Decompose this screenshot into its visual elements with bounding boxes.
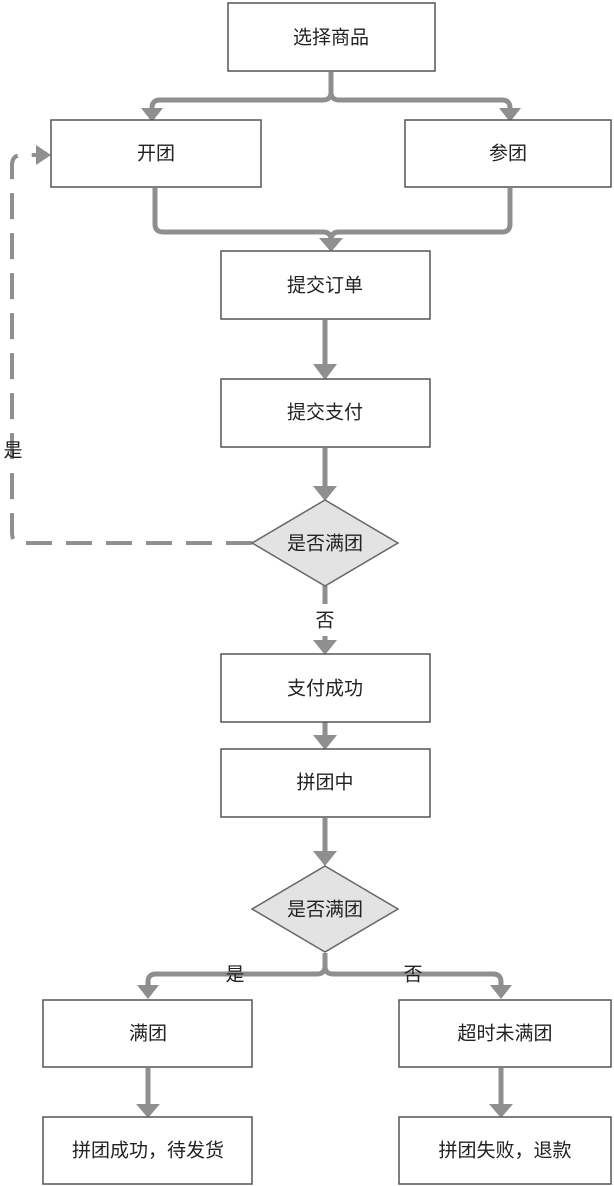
edge-label-check1-no: 否 xyxy=(315,610,334,632)
node-join-group-label: 参团 xyxy=(489,143,527,165)
decision-group-full-1-label: 是否满团 xyxy=(287,533,363,555)
connector-join-to-order xyxy=(328,188,513,241)
arrowhead-to-timeout xyxy=(490,985,512,999)
node-timeout-not-full: 超时未满团 xyxy=(398,999,612,1068)
node-timeout-not-full-label: 超时未满团 xyxy=(457,1023,552,1045)
edge-label-loop-yes: 是 xyxy=(3,440,22,462)
node-group-failed: 拼团失败，退款 xyxy=(398,1116,612,1185)
node-group-failed-label: 拼团失败，退款 xyxy=(438,1140,571,1162)
node-group-full-label: 满团 xyxy=(129,1023,167,1045)
node-join-group: 参团 xyxy=(404,119,612,188)
node-payment-success: 支付成功 xyxy=(220,653,431,723)
edge-label-check2-no: 否 xyxy=(403,964,422,986)
node-open-group-label: 开团 xyxy=(137,143,175,165)
connector-open-to-order xyxy=(152,188,334,243)
arrowhead-to-join xyxy=(499,108,521,122)
connector-check1-yes-loop xyxy=(10,153,252,545)
arrowhead-to-open xyxy=(141,108,163,122)
arrowhead-to-payment-success xyxy=(313,640,337,655)
node-submit-payment: 提交支付 xyxy=(220,378,431,448)
node-select-product: 选择商品 xyxy=(227,2,436,72)
arrowhead-to-group-failed xyxy=(489,1104,513,1118)
decision-group-full-2-label: 是否满团 xyxy=(287,899,363,921)
connector-select-to-join xyxy=(328,91,513,112)
connectors xyxy=(10,72,521,1118)
node-group-success: 拼团成功，待发货 xyxy=(42,1116,253,1185)
node-group-success-label: 拼团成功，待发货 xyxy=(72,1140,224,1162)
arrowhead-to-grouping xyxy=(313,735,337,750)
edge-label-check2-yes: 是 xyxy=(225,964,244,986)
arrowhead-to-check1 xyxy=(313,486,337,501)
arrowhead-loop-to-open xyxy=(36,145,51,165)
arrowhead-to-payment xyxy=(313,364,337,380)
arrowhead-to-check2 xyxy=(313,851,337,866)
node-grouping-in-progress: 拼团中 xyxy=(220,748,431,818)
decision-group-full-1: 是否满团 xyxy=(250,499,400,587)
node-submit-order: 提交订单 xyxy=(220,250,431,320)
node-submit-payment-label: 提交支付 xyxy=(287,402,363,424)
node-submit-order-label: 提交订单 xyxy=(287,275,363,297)
connector-check2-no xyxy=(322,965,504,988)
node-payment-success-label: 支付成功 xyxy=(287,678,363,700)
decision-group-full-2: 是否满团 xyxy=(250,865,400,953)
node-group-full: 满团 xyxy=(42,999,253,1068)
arrowhead-to-full xyxy=(137,985,159,999)
arrowhead-to-order xyxy=(319,238,343,252)
arrowhead-to-group-success xyxy=(136,1104,160,1118)
connector-select-to-open xyxy=(149,72,334,112)
node-grouping-in-progress-label: 拼团中 xyxy=(296,772,353,794)
node-select-product-label: 选择商品 xyxy=(293,27,369,49)
node-open-group: 开团 xyxy=(50,119,262,188)
